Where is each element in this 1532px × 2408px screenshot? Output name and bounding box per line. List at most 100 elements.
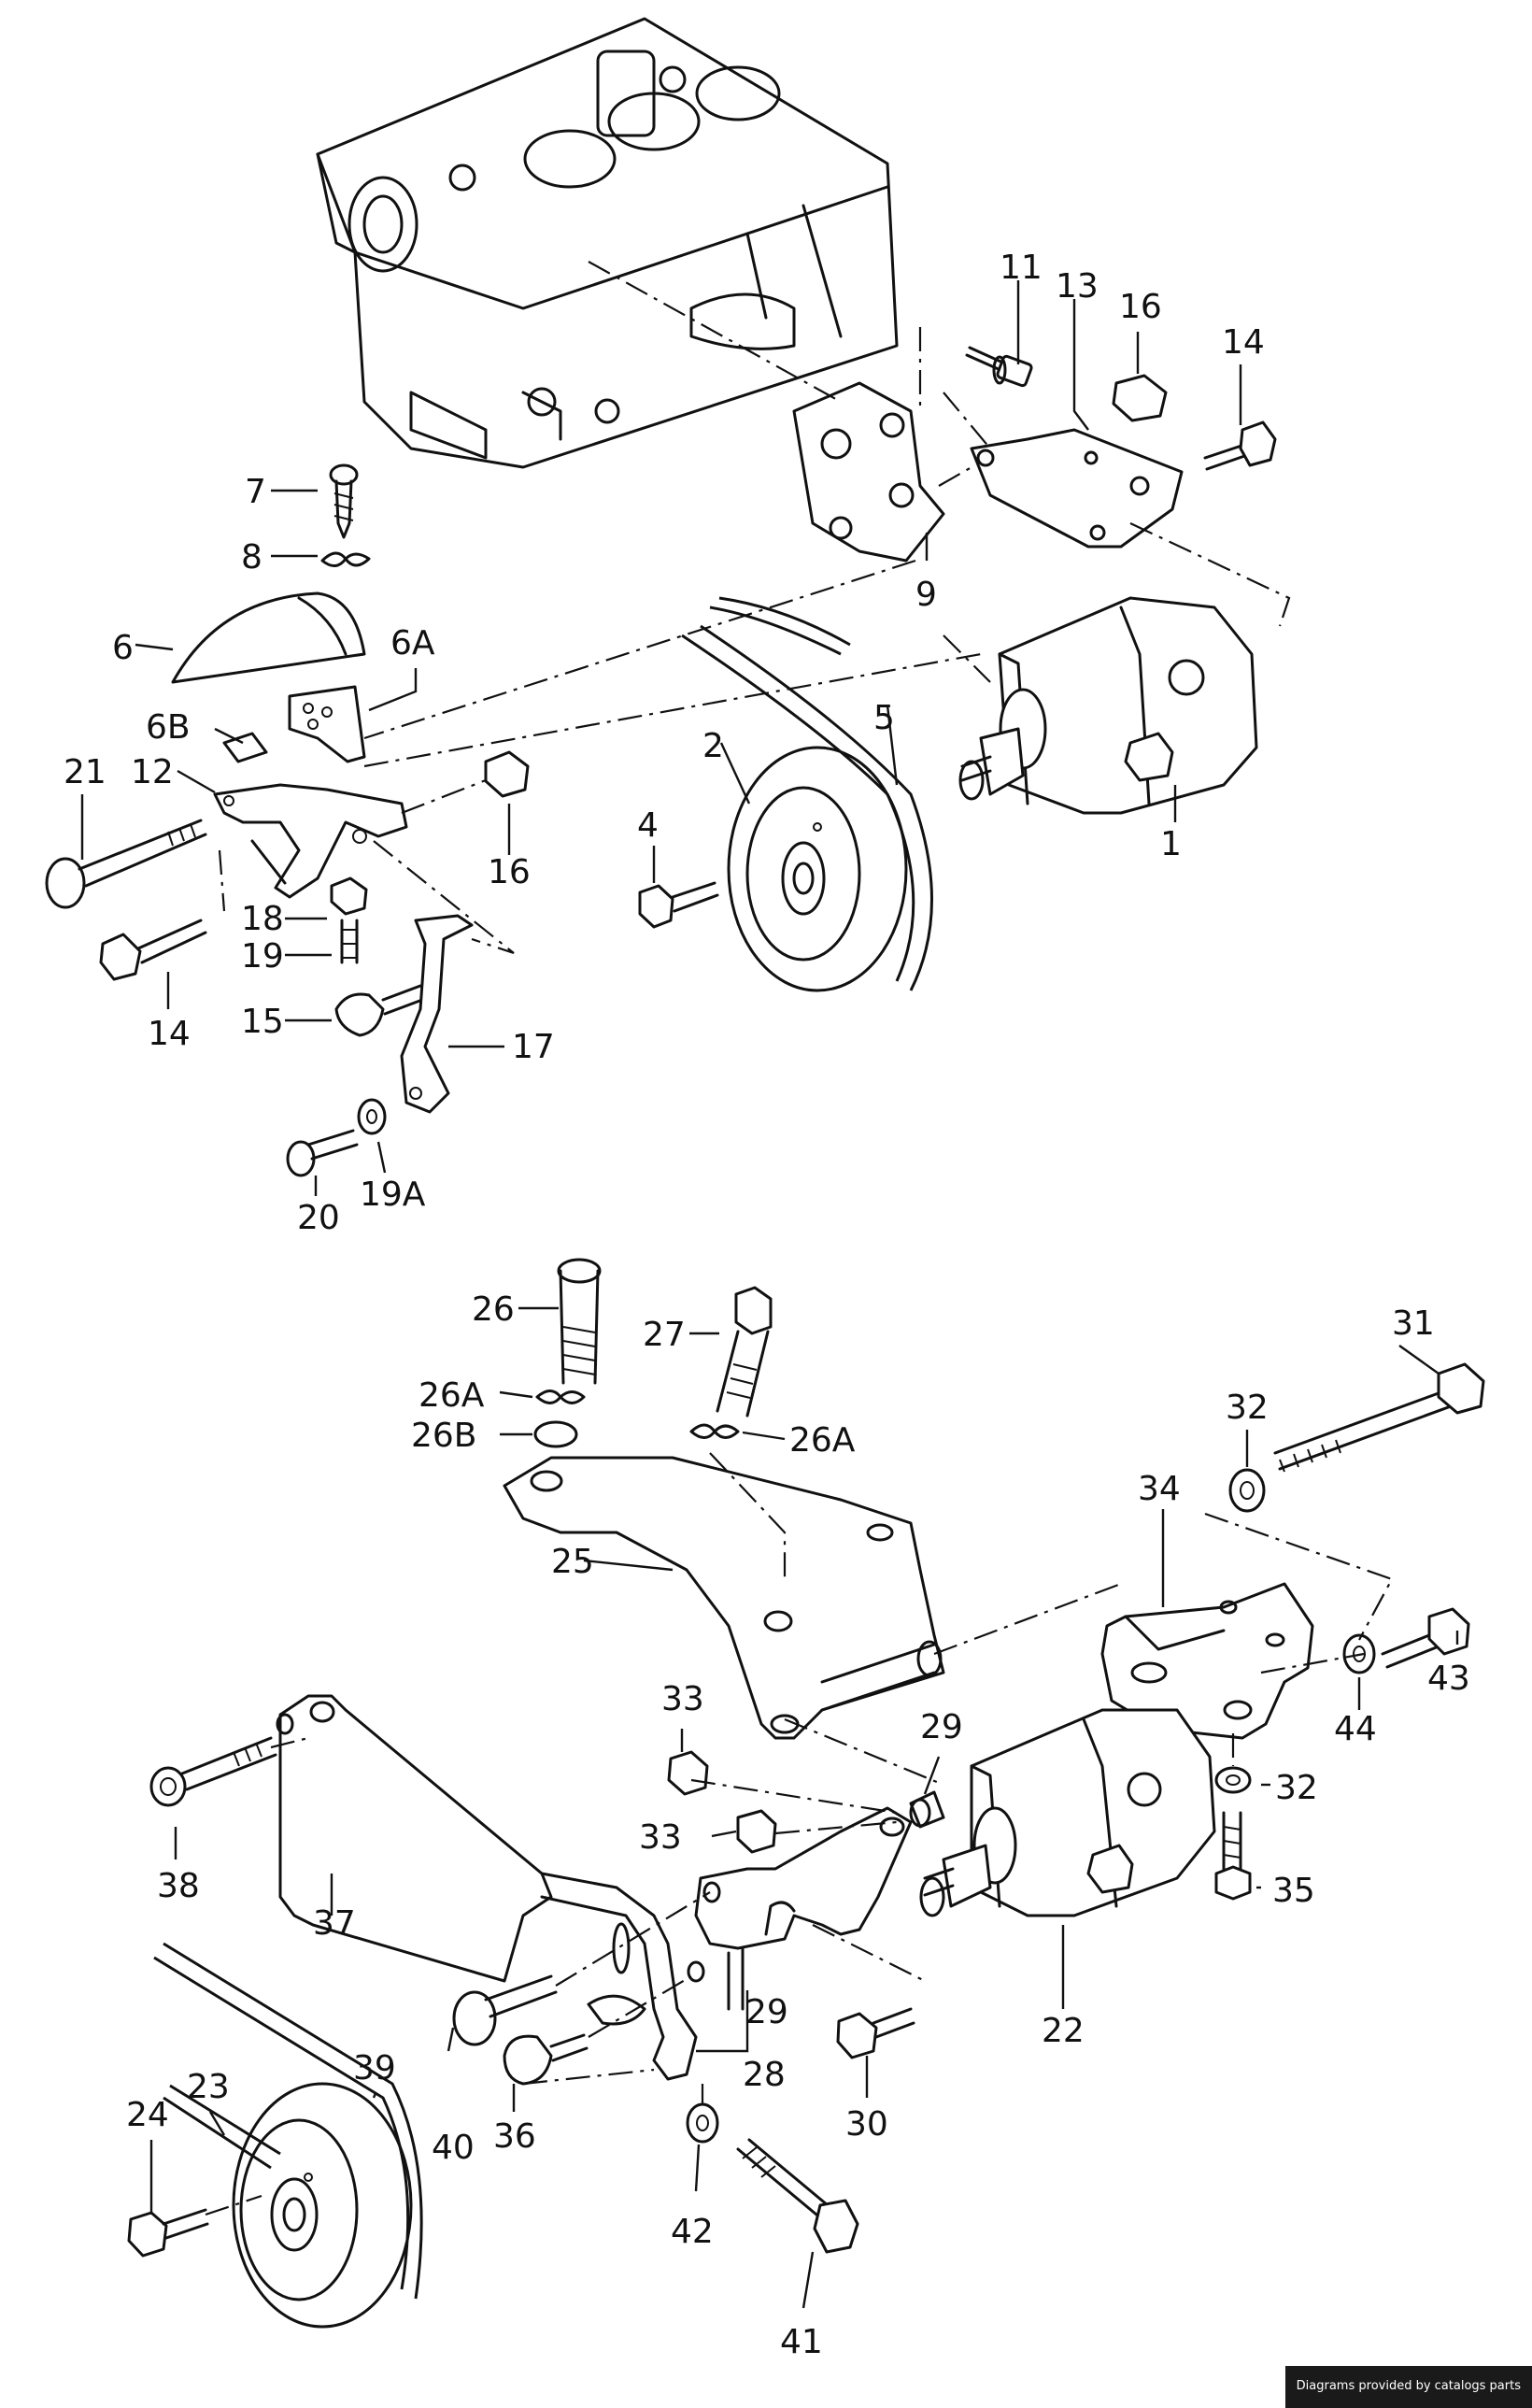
callout-5: 5 <box>873 699 895 737</box>
spacer-29 <box>909 1790 945 1829</box>
callout-42: 42 <box>671 2213 714 2251</box>
callout-24: 24 <box>126 2096 169 2134</box>
washer-26b <box>533 1420 578 1448</box>
callout-40: 40 <box>432 2129 475 2167</box>
washer-32-upper <box>1228 1468 1266 1513</box>
callout-11: 11 <box>1000 249 1043 287</box>
callout-1: 1 <box>1160 825 1182 863</box>
bracket-6a <box>288 685 366 763</box>
callout-25: 25 <box>551 1543 594 1581</box>
callout-16-upper: 16 <box>1119 288 1162 326</box>
callout-16-lower: 16 <box>488 853 531 891</box>
callout-35: 35 <box>1272 1872 1315 1910</box>
callout-26b: 26B <box>411 1417 477 1455</box>
bolt-14-left <box>99 919 207 981</box>
leader-lines <box>80 280 1459 2309</box>
nut-16-lower <box>484 750 530 798</box>
washer-42 <box>686 2102 719 2144</box>
bolt-41 <box>736 2138 859 2254</box>
callout-18: 18 <box>241 900 284 938</box>
bracket-37 <box>276 1694 698 2081</box>
bolt-40 <box>452 1974 558 2046</box>
callout-17: 17 <box>512 1028 555 1066</box>
callout-36: 36 <box>493 2117 536 2156</box>
bracket-28 <box>687 1806 913 2011</box>
bolt-15 <box>334 984 424 1037</box>
callout-6b: 6B <box>146 708 191 747</box>
bolt-14-upper <box>1203 420 1277 471</box>
callout-43: 43 <box>1427 1660 1470 1698</box>
callout-9: 9 <box>915 576 937 614</box>
washer-26a-right <box>689 1423 740 1439</box>
callout-19: 19 <box>241 937 284 976</box>
bracket-25 <box>503 1456 945 1740</box>
bolt-21 <box>45 819 207 909</box>
washer-19a <box>357 1098 387 1135</box>
callout-23: 23 <box>187 2068 230 2106</box>
bracket-34 <box>1100 1582 1314 1740</box>
callout-6: 6 <box>112 629 134 667</box>
callout-14-left: 14 <box>148 1015 191 1053</box>
belt-39 <box>153 1942 423 2300</box>
bolt-30 <box>836 2007 915 2059</box>
callout-6a: 6A <box>390 624 435 663</box>
callout-41: 41 <box>780 2323 823 2361</box>
callout-33-upper: 33 <box>661 1680 704 1718</box>
callout-39: 39 <box>353 2049 396 2087</box>
callout-28: 28 <box>743 2056 786 2094</box>
bracket-17 <box>400 914 474 1114</box>
callout-26a-right: 26A <box>789 1421 856 1460</box>
callout-29-lower: 29 <box>745 1993 788 2031</box>
assembly-lines-upper <box>218 261 1291 955</box>
bolt-20 <box>286 1129 359 1177</box>
pump-22 <box>919 1708 1216 1917</box>
diagram-credit: Diagrams provided by catalogs parts <box>1284 2366 1532 2408</box>
bolt-26 <box>557 1258 602 1385</box>
callout-20: 20 <box>297 1199 340 1237</box>
callout-8: 8 <box>241 538 262 577</box>
callout-30: 30 <box>845 2105 888 2144</box>
callout-26a-left: 26A <box>418 1376 485 1415</box>
nut-33-upper <box>667 1750 709 1796</box>
bolt-31 <box>1273 1362 1485 1473</box>
callout-29-upper: 29 <box>920 1708 963 1746</box>
callout-27: 27 <box>643 1316 686 1354</box>
callout-7: 7 <box>245 473 266 511</box>
pump-1 <box>958 596 1258 815</box>
callout-12: 12 <box>131 753 174 791</box>
bolt-38 <box>149 1736 277 1807</box>
spring-washer-37 <box>587 1994 646 2026</box>
screw-7 <box>329 463 359 539</box>
belt-5 <box>681 596 933 991</box>
callout-37: 37 <box>313 1904 356 1943</box>
callout-13: 13 <box>1056 267 1099 306</box>
bolt-11 <box>965 346 1033 388</box>
pulley-2 <box>727 746 908 992</box>
washer-26a-left <box>535 1389 586 1404</box>
callout-19a: 19A <box>360 1176 426 1214</box>
cover-6 <box>171 591 366 684</box>
bolt-24 <box>127 2208 209 2258</box>
washer-32-lower <box>1214 1766 1252 1794</box>
nut-16-upper <box>1112 374 1168 422</box>
bolt-27 <box>716 1286 773 1418</box>
callout-15: 15 <box>241 1003 284 1041</box>
callout-31: 31 <box>1392 1304 1435 1343</box>
engine-block <box>316 17 899 469</box>
callout-44: 44 <box>1334 1710 1377 1748</box>
callout-21: 21 <box>64 753 106 791</box>
bolt-43 <box>1381 1607 1470 1669</box>
callout-32-upper: 32 <box>1226 1389 1269 1427</box>
bolt-35 <box>1214 1811 1252 1901</box>
callout-26: 26 <box>472 1290 515 1329</box>
nut-33-lower <box>736 1809 777 1854</box>
callout-14-upper: 14 <box>1222 323 1265 362</box>
callout-38: 38 <box>157 1867 200 1905</box>
sleeve-19 <box>340 919 359 964</box>
pulley-23 <box>232 2082 413 2329</box>
washer-8 <box>320 551 371 567</box>
callout-22: 22 <box>1042 2012 1085 2050</box>
callout-2: 2 <box>702 727 724 765</box>
assembly-lines-lower <box>205 1452 1394 2216</box>
